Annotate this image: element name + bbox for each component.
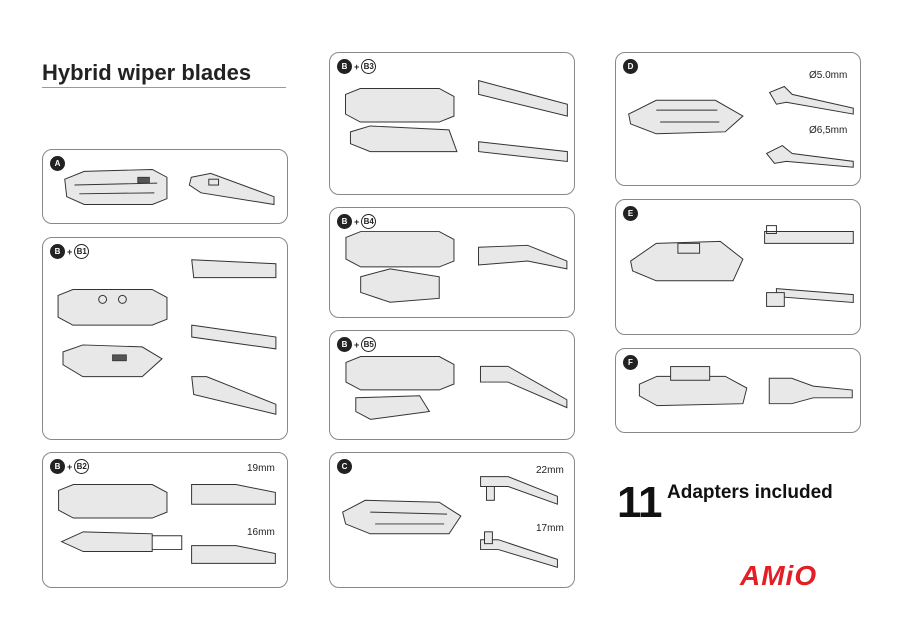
adapter-panel-b-b5: B + B5 — [329, 330, 575, 440]
adapter-a-illustration — [64, 168, 275, 206]
badge-b4: B4 — [361, 214, 377, 229]
adapter-c-illustration — [342, 476, 558, 568]
badge-a: A — [50, 156, 65, 171]
panel-badges: B + B3 — [337, 59, 377, 74]
brand-logo: AMiO — [740, 560, 818, 591]
badge-c: C — [337, 459, 352, 474]
panel-badges: F — [623, 355, 638, 370]
adapter-count-label: Adapters included — [667, 482, 833, 503]
badge-e: E — [623, 206, 638, 221]
badge-d: D — [623, 59, 638, 74]
adapter-panel-e: E — [615, 199, 861, 335]
panel-badges: C — [337, 459, 352, 474]
adapter-b-b2-illustration — [58, 484, 276, 564]
adapter-panel-a: A — [42, 149, 288, 224]
dimension-diameter-5-0mm: Ø5.0mm — [809, 70, 848, 81]
adapter-panel-f: F — [615, 348, 861, 433]
adapter-b-b5-illustration — [345, 356, 568, 420]
adapter-panel-b-b1: B + B1 — [42, 237, 288, 440]
adapter-panel-d: D Ø5.0mm Ø6,5mm — [615, 52, 861, 186]
badge-f: F — [623, 355, 638, 370]
badge-b: B — [337, 337, 352, 352]
badge-b: B — [337, 214, 352, 229]
title-underline — [42, 87, 286, 88]
adapter-count: 11 — [617, 478, 663, 527]
panel-badges: A — [50, 156, 65, 171]
badge-b3: B3 — [361, 59, 377, 74]
dimension-22mm: 22mm — [536, 465, 564, 476]
badge-b2: B2 — [74, 459, 90, 474]
adapter-b-b3-illustration — [345, 79, 568, 163]
dimension-diameter-6-5mm: Ø6,5mm — [809, 125, 848, 136]
adapter-f-illustration — [638, 366, 853, 407]
badge-b: B — [50, 244, 65, 259]
panel-badges: B + B4 — [337, 214, 377, 229]
badge-b: B — [337, 59, 352, 74]
badge-b: B — [50, 459, 65, 474]
adapter-panel-c: C 22mm 17mm — [329, 452, 575, 588]
panel-badges: D — [623, 59, 638, 74]
panel-badges: E — [623, 206, 638, 221]
page-title: Hybrid wiper blades — [42, 60, 252, 85]
adapter-panel-b-b4: B + B4 — [329, 207, 575, 318]
adapter-b-b1-illustration — [57, 259, 277, 415]
panel-badges: B + B2 — [50, 459, 90, 474]
adapter-b-b4-illustration — [345, 231, 568, 303]
adapter-panel-b-b3: B + B3 — [329, 52, 575, 195]
dimension-19mm: 19mm — [247, 463, 275, 474]
panel-badges: B + B5 — [337, 337, 377, 352]
adapter-d-illustration — [628, 85, 854, 168]
adapter-e-illustration — [630, 225, 854, 307]
panel-badges: B + B1 — [50, 244, 90, 259]
adapter-panel-b-b2: B + B2 19mm 16mm — [42, 452, 288, 588]
badge-b1: B1 — [74, 244, 90, 259]
dimension-17mm: 17mm — [536, 523, 564, 534]
dimension-16mm: 16mm — [247, 527, 275, 538]
badge-b5: B5 — [361, 337, 377, 352]
